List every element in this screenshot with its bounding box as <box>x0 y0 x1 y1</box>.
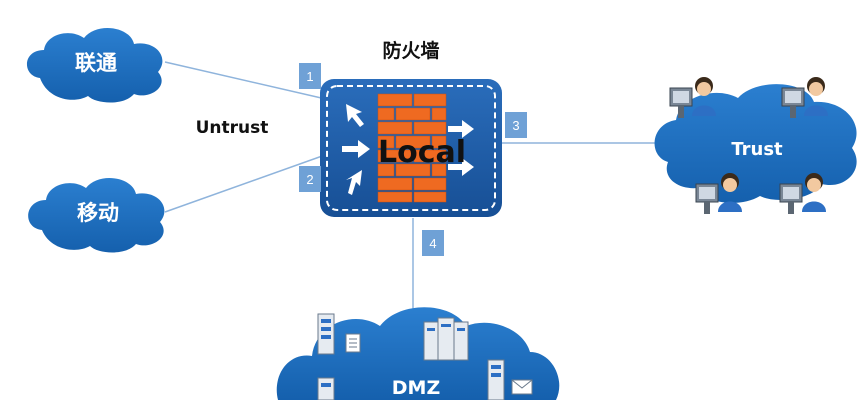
isp2-label: 移动 <box>77 201 119 225</box>
cloud-isp1: 联通 <box>27 28 162 103</box>
cloud-isp2: 移动 <box>28 178 164 253</box>
link-badge-2: 2 <box>299 166 321 192</box>
trust-zone-label: Trust <box>731 139 783 160</box>
local-zone-label: Local <box>378 135 466 170</box>
document-icon <box>346 334 360 352</box>
server-rack-icon <box>424 318 468 360</box>
dmz-zone-label: DMZ <box>392 377 440 399</box>
mail-icon <box>512 380 532 394</box>
link-badge-1: 1 <box>299 63 321 89</box>
isp1-label: 联通 <box>75 51 117 75</box>
untrust-zone-label: Untrust <box>196 118 269 138</box>
svg-text:4: 4 <box>429 236 436 251</box>
firewall-title: 防火墙 <box>382 39 439 62</box>
link-badge-4: 4 <box>422 230 444 256</box>
server-icon <box>318 314 334 354</box>
link-badge-3: 3 <box>505 112 527 138</box>
svg-text:2: 2 <box>306 172 313 187</box>
server-icon <box>318 378 334 400</box>
svg-text:1: 1 <box>306 69 313 84</box>
server-icon <box>488 360 504 400</box>
firewall-device: Local <box>320 79 502 217</box>
svg-text:3: 3 <box>512 118 519 133</box>
